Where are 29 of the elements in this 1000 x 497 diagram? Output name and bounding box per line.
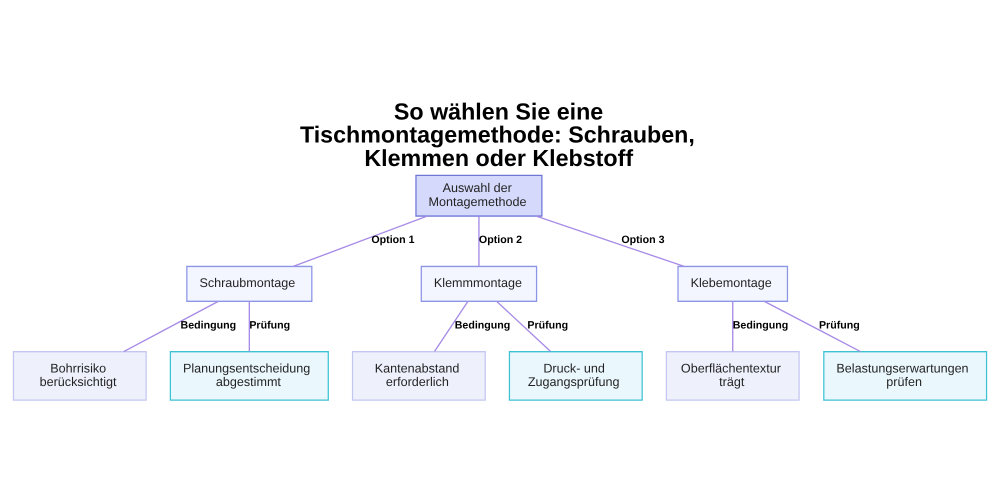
connector: [478, 216, 480, 266]
connector: [536, 215, 684, 267]
connector: [123, 300, 219, 352]
node-box: Kantenabstand erforderlich: [352, 350, 486, 400]
node-box: Oberflächentextur trägt: [666, 350, 800, 400]
connector: [434, 300, 468, 352]
edge-label: Bedingung: [732, 318, 788, 331]
edge-label: Option 2: [478, 233, 522, 246]
node-box: Klebemontage: [677, 265, 788, 302]
node-box: Bohrrisiko berücksichtigt: [12, 350, 147, 400]
edge-label: Bedingung: [454, 318, 510, 331]
edge-label: Prüfung: [527, 318, 568, 331]
connector: [496, 300, 551, 352]
connector: [248, 300, 250, 351]
edge-label: Option 1: [371, 233, 415, 246]
node-box: Belastungserwartungen prüfen: [823, 350, 988, 400]
edge-label: Bedingung: [180, 318, 236, 331]
connector: [293, 215, 428, 267]
node-box: Druck- und Zugangsprüfung: [508, 350, 643, 400]
node-box: Planungsentscheidung abgestimmt: [170, 350, 329, 400]
node-box: Auswahl der Montagemethode: [415, 174, 543, 216]
node-box: Schraubmontage: [186, 265, 312, 302]
node-box: Klemmmontage: [420, 265, 538, 302]
edge-label: Prüfung: [818, 318, 860, 331]
diagram-title: So wählen Sie eine Tischmontagemethode: Schrauben, Klemmen oder Klebstoff: [300, 98, 695, 170]
edge-label: Prüfung: [249, 318, 290, 331]
edge-label: Option 3: [621, 233, 664, 246]
connector: [732, 300, 734, 351]
connector: [764, 300, 861, 352]
